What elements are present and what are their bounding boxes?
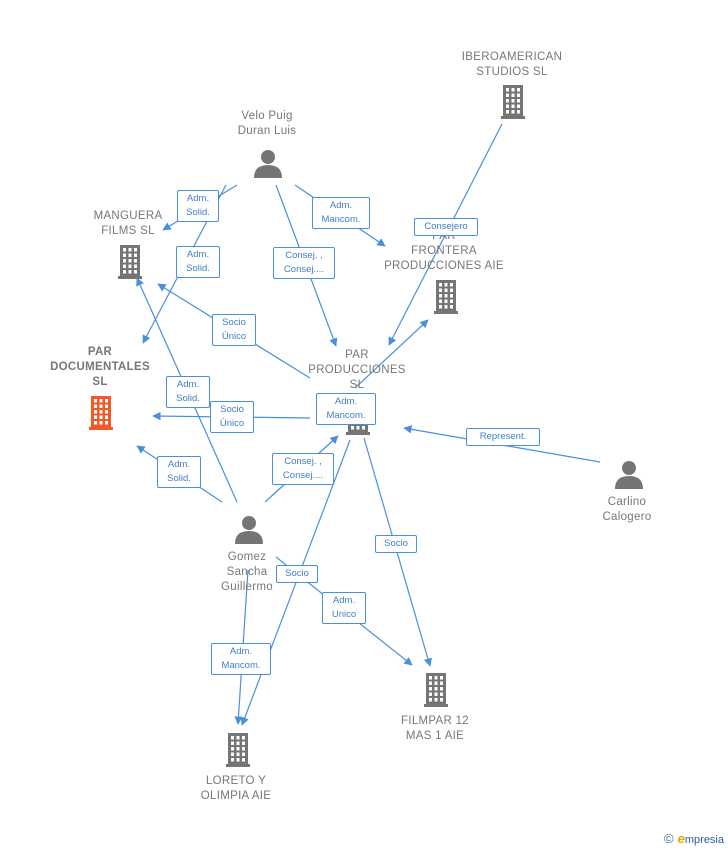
building-icon-highlight[interactable] [89,396,113,430]
edge-label-line: Mancom. [326,410,366,421]
edge-label-line: Único [221,331,247,342]
edge-label-line: Solid. [167,473,191,484]
node-label-line: SL [349,379,365,391]
person-icon[interactable] [254,150,282,178]
edge-label-ibero-consejero[interactable]: Consejero [414,218,478,236]
copyright-icon: © [664,831,674,846]
building-icon[interactable] [226,733,250,767]
edge-label-line: Consej. , [285,250,323,261]
node-label-par-documentales[interactable]: PAR DOCUMENTALES SL [40,345,160,390]
node-label-line: OLIMPIA AIE [200,790,272,802]
edge-label-line: Socio [285,568,309,579]
edge-label-represent[interactable]: Represent. [466,428,540,446]
node-label-line: LORETO Y [205,775,267,787]
building-icon[interactable] [434,280,458,314]
edge-label-velo-documentales[interactable]: Adm. Solid. [176,246,220,278]
node-label-line: PRODUCCIONES [308,364,406,376]
edge-label-line: Adm. [329,200,353,211]
edge-label-gomez-producciones[interactable]: Consej. , Consej.... [272,453,334,485]
edge-label-line: Adm. [167,459,191,470]
person-icon[interactable] [615,461,643,489]
node-label-line: Velo Puig [241,110,293,122]
node-label-line: Guillermo [221,581,273,593]
node-label-line: PAR [87,346,113,358]
edge-label-line: Adm. [186,193,210,204]
edge-label-gomez-manguera[interactable]: Adm. Solid. [166,376,210,408]
brand-logo-text: mpresia [684,834,724,846]
edge-label-velo-producciones[interactable]: Consej. , Consej.... [273,247,335,279]
edge-label-line: Socio [220,404,244,415]
edge-label-line: Adm. [229,646,253,657]
brand-logo-initial: e [677,831,685,846]
edge-label-line: Solid. [186,263,210,274]
node-label-line: MANGUERA [93,210,163,222]
node-label-line: STUDIOS SL [476,66,548,78]
edge-label-line: Adm. [176,379,200,390]
edge-label-line: Mancom. [321,214,361,225]
node-label-line: FILMPAR 12 [401,715,469,727]
node-label-line: PAR [345,349,369,361]
edge-label-gomez-filmpar[interactable]: Adm. Unico [322,592,366,624]
node-label-line: MAS 1 AIE [405,730,465,742]
edge-label-line: Mancom. [221,660,261,671]
edge-label-line: Socio [384,538,408,549]
edge-label-line: Solid. [186,207,210,218]
node-label-line: Calogero [602,511,652,523]
edge-label-line: Adm. [332,595,356,606]
edge-label-line: Socio [222,317,246,328]
node-label-par-producciones[interactable]: PAR PRODUCCIONES SL [302,348,412,393]
edge-label-line: Único [219,418,245,429]
node-label-line: PRODUCCIONES AIE [384,260,504,272]
icons [89,85,643,767]
edge-label-line: Solid. [176,393,200,404]
brand-footer[interactable]: ©empresia [664,831,724,846]
node-label-iberoamerican[interactable]: IBEROAMERICAN STUDIOS SL [452,50,572,80]
edge-label-prod-mancom[interactable]: Adm. Mancom. [316,393,376,425]
node-label-line: FRONTERA [411,245,477,257]
edge-label-line: Adm. [334,396,358,407]
node-label-line: DOCUMENTALES [50,361,150,373]
edge-label-gomez-socio[interactable]: Socio [276,565,318,583]
edge-label-gomez-documentales[interactable]: Adm. Solid. [157,456,201,488]
edge-label-line: Consej. , [284,456,322,467]
node-label-loreto[interactable]: LORETO Y OLIMPIA AIE [186,774,286,804]
node-label-line: Carlino [607,496,647,508]
building-icon[interactable] [118,245,142,279]
edge-label-prod-filmpar-socio[interactable]: Socio [375,535,417,553]
node-label-manguera[interactable]: MANGUERA FILMS SL [80,209,176,239]
node-label-line: SL [92,376,108,388]
node-label-line: IBEROAMERICAN [461,51,563,63]
edge-label-velo-mancom[interactable]: Adm. Mancom. [312,197,370,229]
building-icon[interactable] [501,85,525,119]
edge-label-line: Consejero [424,221,468,232]
node-label-filmpar[interactable]: FILMPAR 12 MAS 1 AIE [385,714,485,744]
edge-label-velo-manguera[interactable]: Adm. Solid. [177,190,219,222]
node-label-line: Gomez [227,551,267,563]
edge-label-line: Consej.... [283,264,325,275]
edge-label-line: Represent. [479,431,527,442]
node-label-line: Sancha [226,566,268,578]
edge-label-gomez-loreto[interactable]: Adm. Mancom. [211,643,271,675]
person-icon[interactable] [235,516,263,544]
node-label-line: Duran Luis [237,125,297,137]
edge-arrow [354,319,429,389]
edge-label-line: Consej.... [282,470,324,481]
building-icon[interactable] [424,673,448,707]
edge-label-line: Adm. [186,249,210,260]
edge-label-line: Unico [331,609,357,620]
node-label-line: FILMS SL [101,225,155,237]
